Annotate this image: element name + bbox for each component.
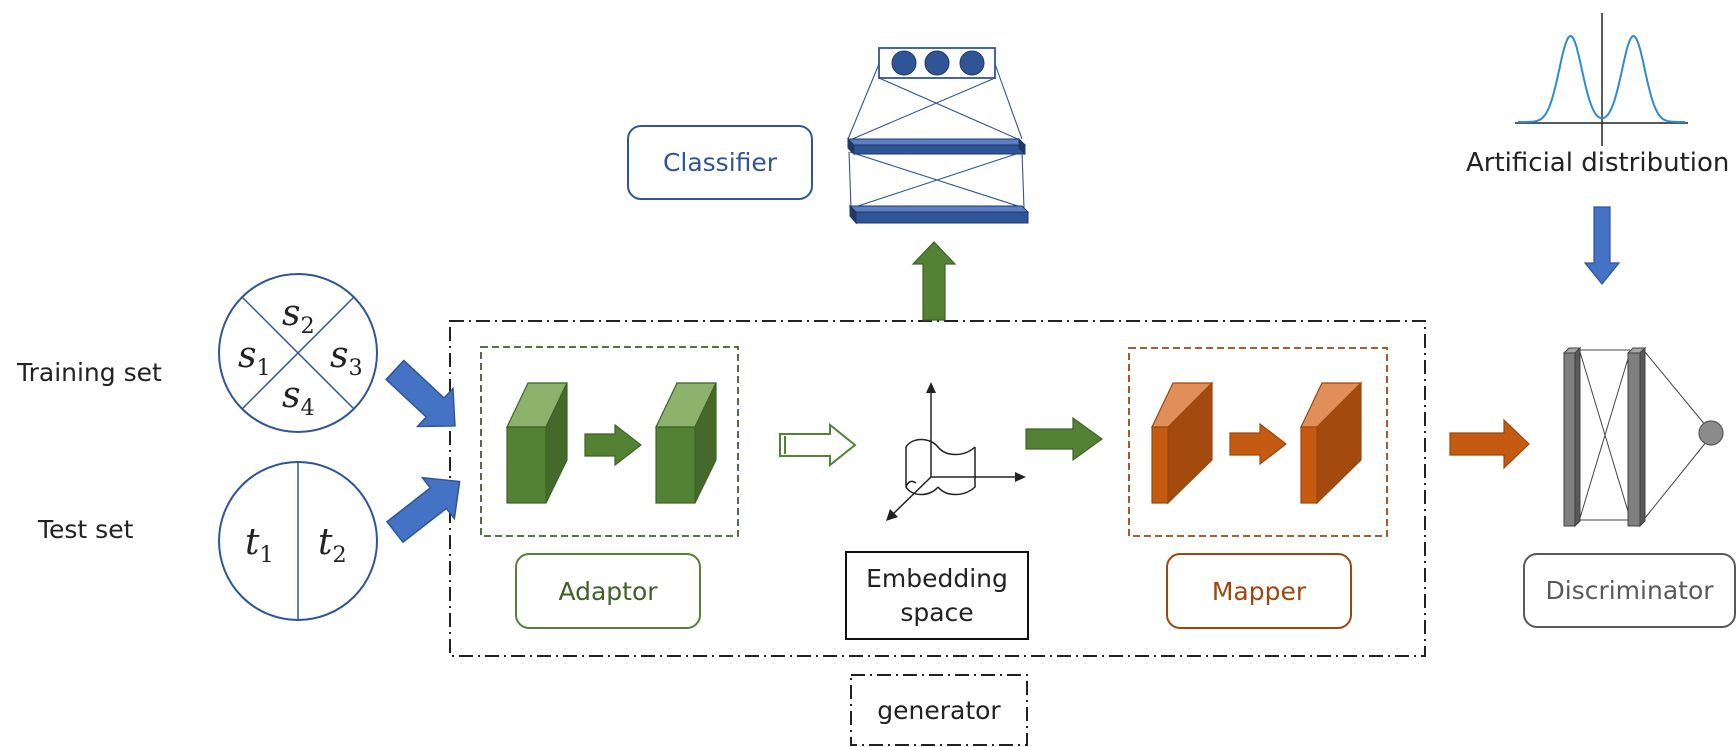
embedding-space-line-2: space xyxy=(900,597,974,627)
classifier-box: Classifier xyxy=(627,125,813,200)
arrow-right-icon xyxy=(584,423,642,467)
arrow-right-icon xyxy=(1229,422,1287,466)
3d-axes-icon xyxy=(886,382,1026,521)
arrow-right-icon xyxy=(1025,416,1104,462)
test-set-label: Test set xyxy=(38,515,134,544)
arrow-right-icon xyxy=(1449,418,1530,470)
training-subset-top: s2 xyxy=(282,293,315,340)
adaptor-block-1 xyxy=(506,382,568,504)
adaptor-block-2 xyxy=(655,382,717,504)
arrow-down-icon xyxy=(1583,206,1621,285)
mapper-block-2 xyxy=(1300,381,1362,505)
embedding-space-line-1: Embedding xyxy=(866,563,1008,593)
arrow-up-icon xyxy=(911,241,957,321)
training-set-circle xyxy=(218,273,378,433)
mapper-box: Mapper xyxy=(1166,553,1352,629)
training-subset-right: s3 xyxy=(330,335,363,382)
adaptor-dashed-box xyxy=(480,346,739,537)
generator-box xyxy=(850,674,1028,746)
classifier-network xyxy=(846,47,1030,225)
training-subset-bottom: s4 xyxy=(282,375,315,422)
embedding-space-box: Embedding space xyxy=(845,551,1029,640)
discriminator-network xyxy=(1562,346,1724,528)
mapper-block-1 xyxy=(1151,381,1213,505)
test-subset-left: t1 xyxy=(245,522,274,569)
training-subset-left: s1 xyxy=(238,335,271,382)
generator-label: generator xyxy=(877,695,1001,725)
gaussian-curve-icon xyxy=(1515,13,1688,146)
artificial-distribution-label: Artificial distribution xyxy=(1466,148,1730,178)
test-subset-right: t2 xyxy=(318,522,347,569)
training-set-label: Training set xyxy=(17,358,162,387)
outline-arrow-icon xyxy=(779,422,857,468)
arrow-right-icon xyxy=(385,476,461,544)
test-set-circle xyxy=(218,461,378,621)
mapper-dashed-box xyxy=(1128,347,1388,537)
adaptor-box: Adaptor xyxy=(515,553,701,629)
discriminator-box: Discriminator xyxy=(1523,553,1736,628)
arrow-right-icon xyxy=(385,359,456,428)
